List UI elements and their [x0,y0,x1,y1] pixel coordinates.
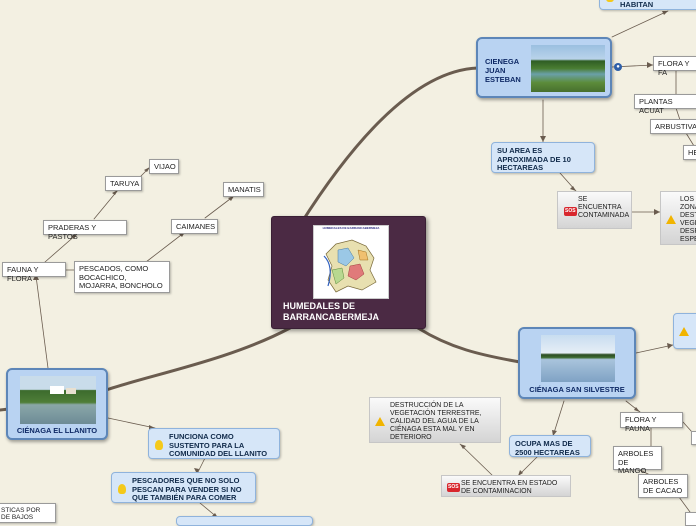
destruccion-text: DESTRUCCIÓN DE LA VEGETACIÓN TERRESTRE, … [390,402,482,442]
plantas-acuaticas-node[interactable]: PLANTAS ACUAT [634,94,696,114]
cienaga-el-llanito-node[interactable]: CIÉNAGA EL LLANITO [6,368,108,440]
globe-icon: ● [614,63,622,71]
central-title: HUMEDALES DE BARRANCABERMEJA [283,301,380,322]
pescados-node[interactable]: PESCADOS, COMO BOCACHICO, MOJARRA, BONCH… [74,261,170,293]
sos-icon: SOS [447,483,460,492]
san-silvestre-photo [541,335,615,382]
arboles-mango-node[interactable]: ARBOLES DE MANGO [613,446,662,475]
contaminada-text: SE ENCUENTRA CONTAMINADA [578,196,630,220]
ocupa-node[interactable]: OCUPA MAS DE 2500 HECTAREAS [509,435,591,457]
lightbulb-icon [118,484,126,494]
bottom-right-edge-box[interactable] [685,512,696,526]
caimanes-node[interactable]: CAIMANES [171,219,218,234]
habitan-text: HABITAN [620,0,654,9]
llanito-photo [20,376,96,424]
barrancabermeja-map-image: HUMEDALES DE BARRANCABERMEJA [313,225,389,299]
he-node[interactable]: HE [683,145,696,160]
juan-esteban-title: CIENEGA JUAN ESTEBAN [485,57,521,84]
plantas-acuaticas-text: PLANTAS ACUAT [639,97,673,115]
sustento-comunidad-text: FUNCIONA COMO SUSTENTO PARA LA COMUNIDAD… [169,432,268,459]
arbustivas-text: ARBUSTIVAS [655,122,696,131]
contaminacion-node[interactable]: SOS SE ENCUENTRA EN ESTADO DE CONTAMINAC… [441,475,571,497]
right-edge-box[interactable] [691,431,696,445]
map-caption: HUMEDALES DE BARRANCABERMEJA [322,226,380,230]
pescadores-node[interactable]: PESCADORES QUE NO SOLO PESCAN PARA VENDE… [111,472,256,503]
taruya-node[interactable]: TARUYA [105,176,142,191]
zonas-node[interactable]: LOS ZONA DEST VEGE DESP ESPE [660,191,696,245]
lightbulb-icon [155,440,163,450]
he-text: HE [688,148,696,157]
manatis-node[interactable]: MANATIS [223,182,264,197]
bajos-node[interactable]: STICAS POR DE BAJOS [0,503,56,523]
sos-icon: SOS [564,207,577,216]
partial-node-bottom[interactable] [176,516,313,526]
vijao-node[interactable]: VIJAO [149,159,179,174]
flora-fauna-ss-node[interactable]: FLORA Y FAUNA [620,412,683,432]
cienega-juan-esteban-node[interactable]: CIENEGA JUAN ESTEBAN [476,37,612,98]
lightbulb-icon [606,0,614,2]
pescadores-text: PESCADORES QUE NO SOLO PESCAN PARA VENDE… [132,476,242,503]
warning-icon [375,417,385,426]
zonas-text: LOS ZONA DEST VEGE DESP ESPE [680,196,696,244]
arboles-cacao-node[interactable]: ARBOLES DE CACAO [638,474,688,498]
llanito-title: CIÉNAGA EL LLANITO [16,426,98,435]
juan-esteban-photo [531,45,605,92]
contaminada-node[interactable]: SOS SE ENCUENTRA CONTAMINADA [557,191,632,229]
right-partial-node[interactable] [673,313,696,349]
arbustivas-node[interactable]: ARBUSTIVAS [650,119,696,134]
warning-icon [679,327,689,336]
san-silvestre-title: CIÉNAGA SAN SILVESTRE [529,385,625,394]
map-icon [323,239,377,293]
contaminacion-text: SE ENCUENTRA EN ESTADO DE CONTAMINACION [461,480,558,496]
flora-fauna-je-text: FLORA Y FA [658,59,690,77]
fauna-flora-node[interactable]: FAUNA Y FLORA [2,262,66,282]
habitan-node[interactable]: HABITAN [599,0,696,10]
central-topic[interactable]: HUMEDALES DE BARRANCABERMEJA HUMEDALES D… [271,216,426,329]
warning-icon [666,215,676,224]
area-node[interactable]: SU AREA ES APROXIMADA DE 10 HECTAREAS [491,142,595,173]
destruccion-node[interactable]: DESTRUCCIÓN DE LA VEGETACIÓN TERRESTRE, … [369,397,501,443]
flora-fauna-je-node[interactable]: FLORA Y FA [653,56,696,76]
cienaga-san-silvestre-node[interactable]: CIÉNAGA SAN SILVESTRE [518,327,636,399]
praderas-pastos-node[interactable]: PRADERAS Y PASTOS [43,220,127,240]
sustento-comunidad-node[interactable]: FUNCIONA COMO SUSTENTO PARA LA COMUNIDAD… [148,428,280,459]
